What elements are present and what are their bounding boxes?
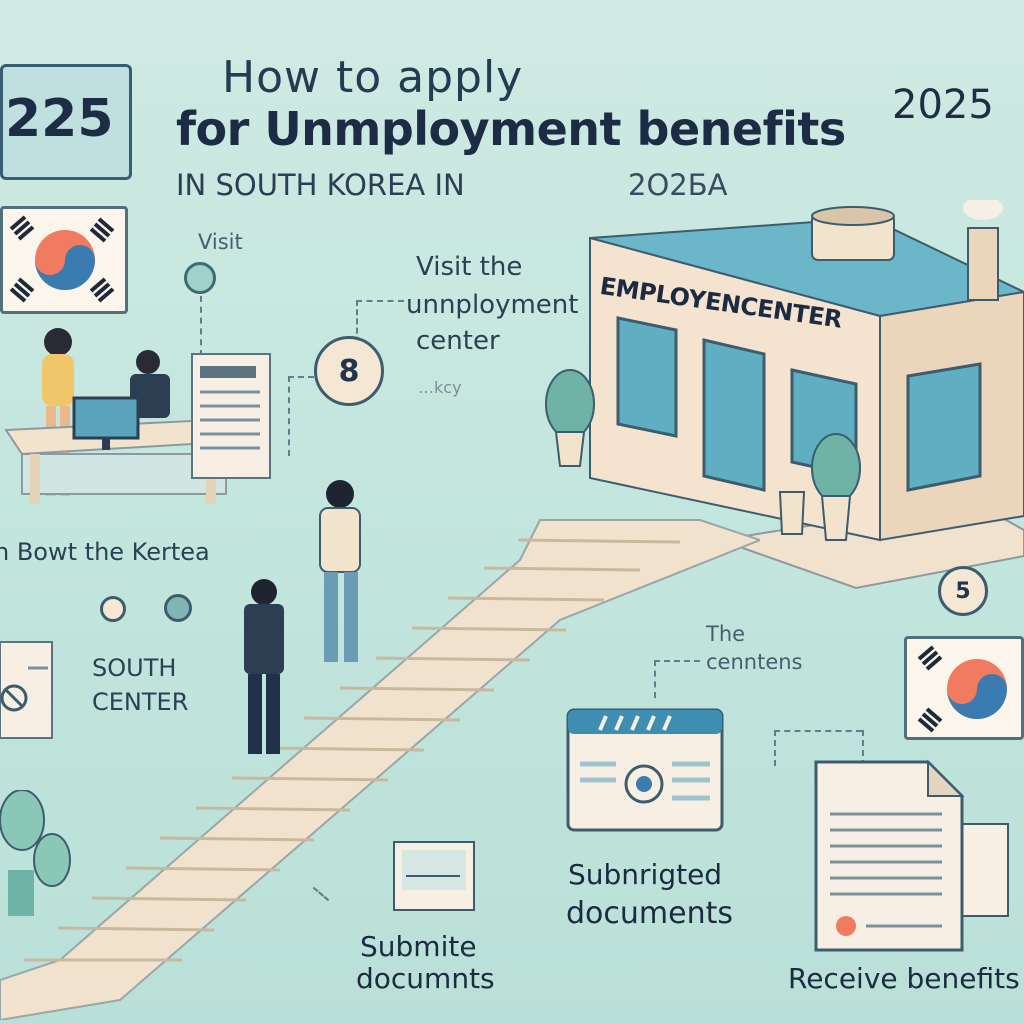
receive-benefits-label: Receive benefits [788,962,1020,995]
form-document-icon [191,353,271,479]
connector-line [200,296,202,356]
connector-line [774,730,862,732]
korea-flag-right [904,636,1024,740]
korea-flag-left [0,206,128,314]
connector-line [774,730,776,766]
connector-line [288,376,290,456]
visit-label-line-1: Visit the [416,252,523,282]
connector-line [862,730,864,766]
submitted-line-1: Subnrigted [568,858,723,891]
submite-line-2: documnts [356,962,495,995]
location-pin-icon [184,262,216,294]
connector-line [288,376,314,378]
connector-line [654,660,700,662]
connector-line [356,300,358,352]
visit-small-label: Visit [198,230,243,254]
plant-icon [0,790,71,916]
submitted-line-2: documents [566,896,733,931]
year-label-right: 2025 [892,82,994,128]
visit-label-line-2: unnployment [406,290,579,320]
staircase-path [0,519,760,1020]
step-number-text: 8 [338,353,360,389]
taegukgi-icon [9,215,115,303]
title-year-text: 2O2БA [628,168,728,202]
connector-line [654,660,656,698]
coin-icon [164,594,192,622]
step-number-circle: 5 [938,566,988,616]
benefit-document-icon [814,759,1009,952]
people-climbing [244,480,361,754]
year-badge: 225 [0,64,132,180]
centers-label-line-2: cenntens [706,650,803,674]
bowt-label: n Bowt the Kertea [0,538,210,566]
step-number-text: 5 [955,578,971,604]
photo-document-icon [393,841,475,911]
visit-label-line-3: center [416,326,500,356]
connector-line [356,300,404,302]
centers-label-line-1: The [706,622,746,646]
south-center-line-2: CENTER [92,688,189,716]
south-center-line-1: SOUTH [92,654,177,682]
taegukgi-icon [917,645,1007,733]
employment-center-building [545,200,1024,590]
title-line-1: How to apply [222,52,524,103]
title-line-2: for Unmployment benefits [176,102,846,156]
title-line-3: IN SOUTH KOREA IN [176,168,465,202]
submite-line-1: Submite [360,930,477,963]
step-number-circle: 8 [314,336,384,406]
online-application-window-icon [566,708,724,832]
checklist-icon [0,641,53,739]
faint-note: …kcy [418,378,462,397]
year-badge-text: 225 [5,89,114,149]
coin-icon [100,596,126,622]
